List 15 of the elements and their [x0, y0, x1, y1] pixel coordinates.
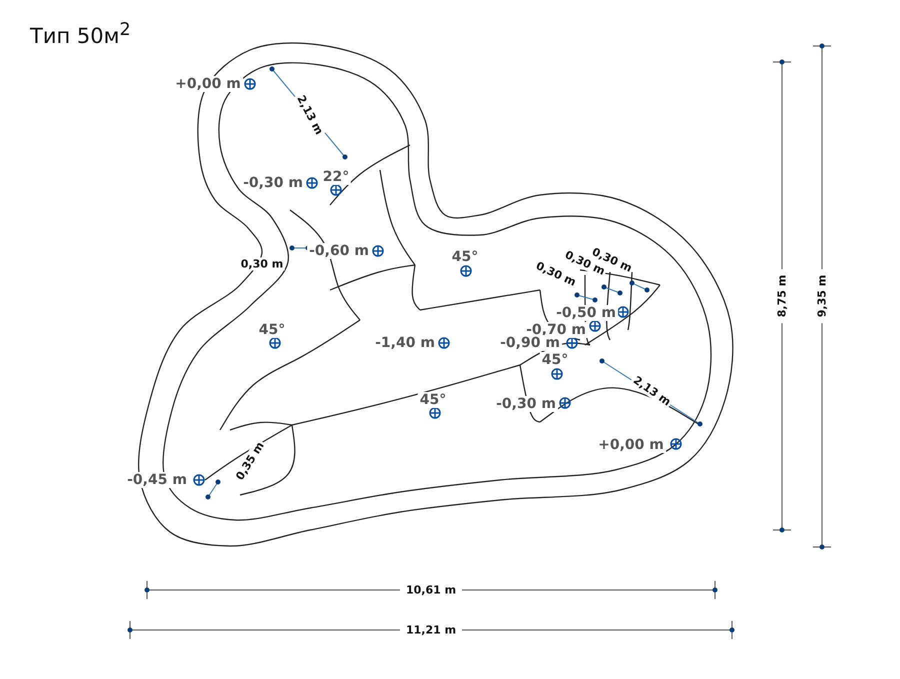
dimension-label: 8,75 m	[774, 268, 790, 324]
level-label: -1,40 m	[373, 335, 437, 351]
dimension-label: 0,30 m	[238, 258, 286, 270]
level-label: -0,45 m	[125, 472, 189, 488]
dimension-label: 10,61 m	[400, 582, 462, 598]
level-label: -0,90 m	[498, 335, 562, 351]
level-label: -0,60 m	[307, 243, 371, 259]
level-label: -0,30 m	[241, 175, 305, 191]
dimension-label: 11,21 m	[400, 622, 462, 638]
title: Тип 50м$^{2}$	[30, 20, 131, 48]
level-label: -0,70 m	[524, 322, 588, 338]
dimension-label: 9,35 m	[814, 268, 830, 324]
level-label: -0,30 m	[494, 396, 558, 412]
level-label: -0,50 m	[554, 305, 618, 321]
angle-label: 22°	[320, 169, 352, 185]
